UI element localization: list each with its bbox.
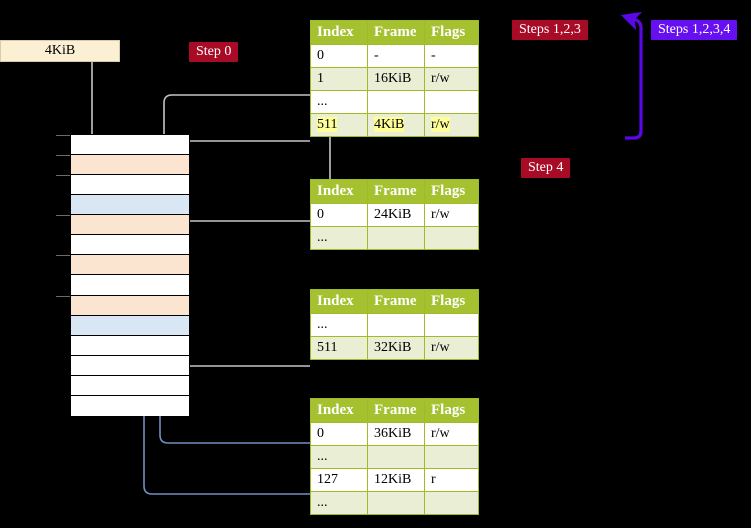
table-cell-index: 0 (310, 203, 368, 227)
column-header-index: Index (310, 20, 368, 45)
table-cell-index: ... (310, 491, 368, 515)
column-header-index: Index (310, 289, 368, 314)
physical-memory-grid (56, 134, 190, 416)
memory-frame-row (71, 355, 189, 376)
frame-tick-mark (56, 135, 70, 136)
table-row: 0-- (310, 44, 479, 68)
memory-frame-row (56, 135, 189, 156)
frame-tick-mark (56, 155, 70, 157)
column-header-flags: Flags (424, 20, 479, 45)
table-cell-flags (424, 313, 479, 337)
table-cell-index: 511 (310, 336, 368, 360)
table-cell-flags (424, 226, 479, 250)
column-header-index: Index (310, 179, 368, 204)
highlighted-value: 511 (317, 117, 338, 132)
steps123-badge-text: Steps 1,2,3 (519, 22, 581, 37)
memory-frame-row (56, 215, 189, 236)
frame-tick-mark (56, 255, 70, 257)
memory-frame-row (56, 175, 189, 196)
table-cell-frame (367, 491, 425, 515)
table-cell-index: 511 (310, 113, 368, 137)
table-cell-flags: r (424, 468, 479, 492)
memory-frame-row (56, 295, 189, 316)
step0-badge: Step 0 (189, 42, 239, 63)
memory-frame-row (56, 155, 189, 176)
table-cell-index: 0 (310, 422, 368, 446)
table-cell-flags: r/w (424, 67, 479, 91)
table-cell-frame: 36KiB (367, 422, 425, 446)
table-cell-frame (367, 313, 425, 337)
table-row: 511 4KiB r/w (310, 113, 479, 137)
memory-frame-row (71, 375, 189, 396)
memory-region-label-text: 4KiB (44, 43, 76, 58)
table-cell-flags: r/w (424, 422, 479, 446)
frame-tick-mark (56, 295, 70, 297)
memory-region-label: 4KiB (0, 40, 120, 62)
column-header-frame: Frame (367, 179, 425, 204)
table-cell-flags (424, 90, 479, 114)
table-cell-index: 1 (310, 67, 368, 91)
table-cell-frame: 24KiB (367, 203, 425, 227)
table-cell-index: 0 (310, 44, 368, 68)
table-row: ... (310, 90, 479, 114)
step4-badge: Step 4 (521, 158, 571, 179)
table-cell-index: ... (310, 90, 368, 114)
table-cell-frame (367, 90, 425, 114)
table-cell-frame: 12KiB (367, 468, 425, 492)
table-row: ... (310, 491, 479, 515)
table-cell-index: ... (310, 445, 368, 469)
table-row: ... (310, 313, 479, 337)
column-header-index: Index (310, 398, 368, 423)
table-cell-frame: - (367, 44, 425, 68)
step4-badge-text: Step 4 (528, 160, 564, 175)
table-cell-frame: 4KiB (367, 113, 425, 137)
memory-frame-row (71, 195, 189, 216)
table-cell-frame: 16KiB (367, 67, 425, 91)
table-cell-frame (367, 445, 425, 469)
column-header-flags: Flags (424, 289, 479, 314)
steps1234-badge-text: Steps 1,2,3,4 (658, 22, 731, 37)
highlighted-value: r/w (431, 117, 450, 132)
table-cell-index: 127 (310, 468, 368, 492)
memory-frame-row (71, 315, 189, 336)
table-cell-index: ... (310, 313, 368, 337)
table-row: ... (310, 226, 479, 250)
memory-frame-row (71, 275, 189, 296)
memory-frame-row (71, 335, 189, 356)
column-header-frame: Frame (367, 398, 425, 423)
highlighted-value: 4KiB (374, 117, 405, 132)
memory-frame-row (71, 235, 189, 256)
steps1234-badge: Steps 1,2,3,4 (651, 20, 738, 41)
memory-frame-row (71, 395, 189, 416)
table-cell-index: ... (310, 226, 368, 250)
table-cell-flags (424, 445, 479, 469)
table-cell-flags: r/w (424, 336, 479, 360)
table-cell-flags: - (424, 44, 479, 68)
table-cell-frame (367, 226, 425, 250)
column-header-frame: Frame (367, 20, 425, 45)
column-header-flags: Flags (424, 179, 479, 204)
table-row: ... (310, 445, 479, 469)
table-cell-flags: r/w (424, 113, 479, 137)
frame-tick-mark (56, 215, 70, 217)
step0-badge-text: Step 0 (196, 44, 232, 59)
frame-tick-mark (56, 175, 70, 177)
column-header-flags: Flags (424, 398, 479, 423)
steps123-badge: Steps 1,2,3 (512, 20, 588, 41)
table-cell-flags: r/w (424, 203, 479, 227)
table-cell-flags (424, 491, 479, 515)
memory-frame-row (56, 255, 189, 276)
table-cell-frame: 32KiB (367, 336, 425, 360)
column-header-frame: Frame (367, 289, 425, 314)
